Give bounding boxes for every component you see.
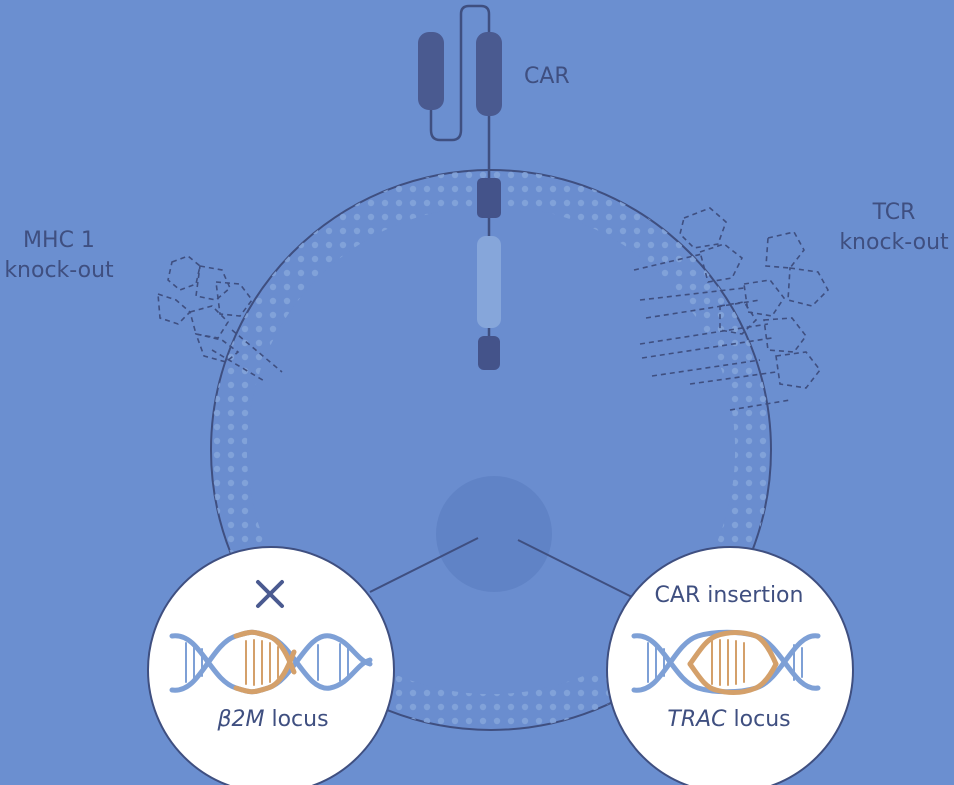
car-insertion-label: CAR insertion (654, 583, 804, 608)
tcr-label-line1: TCR (872, 200, 916, 225)
nucleus (436, 476, 552, 592)
x-mark-icon (256, 580, 284, 608)
mhc-knockout-label: MHC 1 knock-out (0, 226, 118, 286)
trac-gene-name: TRAC (667, 707, 727, 732)
tcr-knockout-label: TCR knock-out (834, 198, 954, 258)
b2m-locus-label: β2M locus (150, 705, 396, 735)
mhc-label-line2: knock-out (4, 258, 114, 283)
mhc-knockout-shapes (157, 255, 283, 383)
tcr-knockout-shapes (633, 207, 829, 411)
car-receptor (418, 4, 502, 370)
car-label: CAR (524, 64, 570, 89)
connector-lines (369, 537, 635, 599)
trac-locus-label: TRAC locus (606, 705, 852, 735)
dna-helix-icon (631, 629, 821, 695)
dna-helix-icon (169, 629, 373, 695)
tcr-label-line2: knock-out (839, 230, 949, 255)
b2m-locus-word: locus (264, 707, 329, 732)
trac-locus-word: locus (726, 707, 791, 732)
b2m-gene-name: β2M (217, 707, 265, 732)
mhc-label-line1: MHC 1 (23, 228, 95, 253)
trac-inset (606, 546, 854, 785)
b2m-inset (147, 546, 395, 785)
